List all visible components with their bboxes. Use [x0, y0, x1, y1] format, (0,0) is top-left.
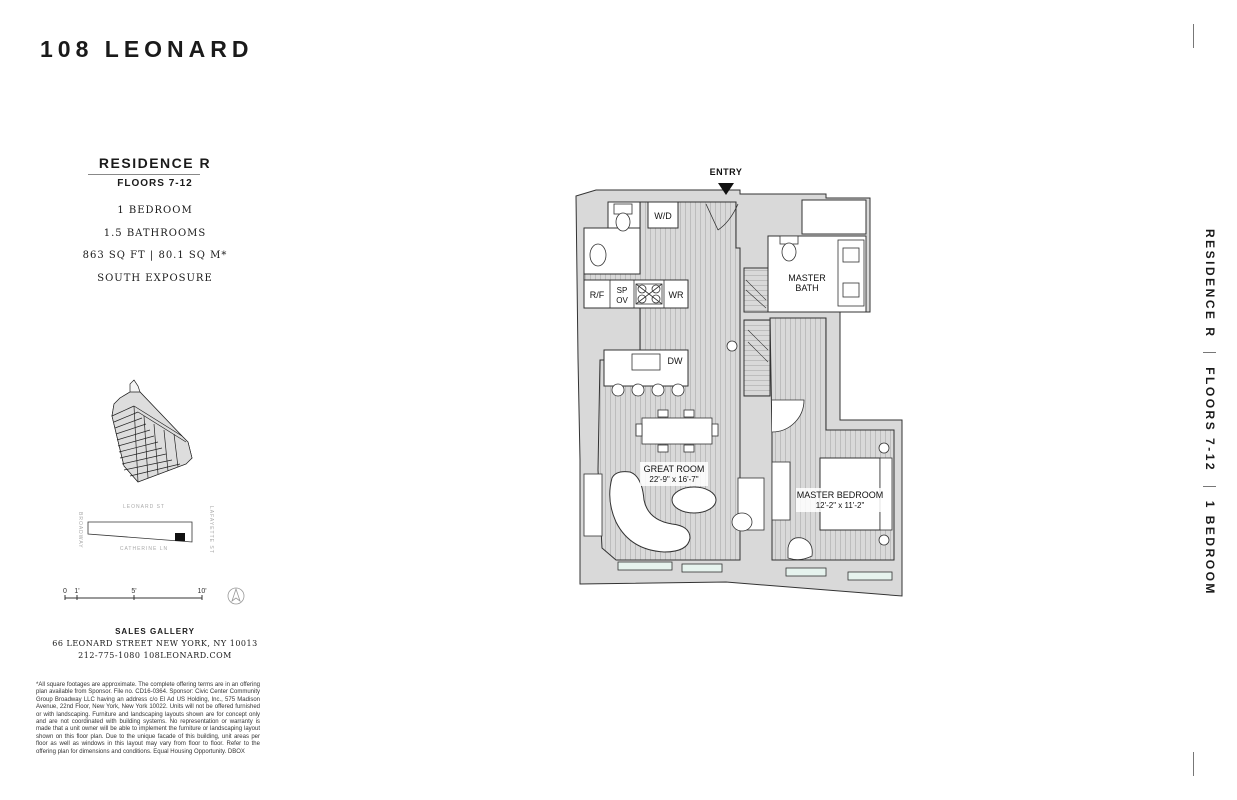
keyplan-street-bottom: CATHERINE LN — [120, 546, 168, 552]
bottom-edge-tick — [1193, 752, 1194, 776]
bath-toilet-bowl — [781, 242, 797, 262]
great-room-dims: 22'-9" x 16'-7" — [649, 475, 698, 484]
side-label: RESIDENCE R FLOORS 7-12 1 BEDROOM — [1202, 229, 1218, 596]
dining-set — [635, 409, 719, 453]
entry-label: ENTRY — [710, 167, 743, 177]
side-label-sep-2 — [1202, 485, 1216, 487]
side-label-bedroom: 1 BEDROOM — [1203, 500, 1217, 596]
keyplan-street-top: LEONARD ST — [123, 504, 165, 510]
great-room-label: GREAT ROOM — [644, 464, 705, 474]
brand-logo: 108 LEONARD — [40, 36, 254, 62]
cooktop-icon — [635, 283, 663, 305]
keyplan-block-outline — [87, 521, 193, 543]
washer-dryer-closet — [647, 201, 679, 229]
sales-gallery-title: SALES GALLERY — [115, 627, 195, 636]
master-bedroom-label: MASTER BEDROOM — [797, 490, 884, 500]
label-sp: SP — [617, 286, 628, 295]
disclaimer: *All square footages are approximate. Th… — [36, 682, 260, 755]
bedroom-count: 1 BEDROOM — [117, 205, 193, 216]
residence-exposure: SOUTH EXPOSURE — [97, 273, 213, 284]
accent-chair — [731, 512, 753, 532]
top-edge-tick — [1193, 24, 1194, 48]
master-bath-label: MASTER — [788, 273, 826, 283]
nightstands — [878, 442, 890, 546]
label-wd: W/D — [654, 211, 672, 221]
scale-5: 5' — [131, 588, 136, 595]
scale-bar: 0 1' 5' 10' — [63, 587, 245, 605]
scale-1: 1' — [74, 588, 79, 595]
closet-floor — [743, 319, 771, 397]
living-console — [583, 473, 603, 537]
coffee-table — [671, 486, 717, 514]
stools — [611, 383, 685, 397]
master-bedroom-dims: 12'-2" x 11'-2" — [816, 501, 865, 510]
powder-sink — [589, 243, 607, 267]
closet-shelving — [745, 279, 769, 363]
entry-door — [705, 203, 739, 231]
floor-plan: ENTRY W/D R/F SP OV WR DW GREAT ROOM 22'… — [575, 167, 903, 597]
entry-arrow-icon — [718, 183, 734, 195]
keyplan: LEONARD ST CATHERINE LN BROADWAY LAFAYET… — [77, 504, 214, 554]
sales-gallery-address: 66 LEONARD STREET NEW YORK, NY 10013 — [52, 639, 258, 648]
master-shower — [801, 199, 867, 235]
side-label-sep-1 — [1202, 352, 1216, 354]
scale-10: 10' — [197, 588, 206, 595]
curved-sofa — [609, 471, 691, 553]
title-divider — [88, 174, 200, 175]
lounge-chair — [787, 537, 813, 560]
side-label-floors: FLOORS 7-12 — [1203, 367, 1217, 473]
label-rf: R/F — [590, 290, 605, 300]
residence-area: 863 SQ FT | 80.1 SQ M* — [82, 250, 228, 261]
keyplan-street-right: LAFAYETTE ST — [208, 506, 214, 554]
powder-toilet — [613, 203, 633, 215]
residence-floors: FLOORS 7-12 — [117, 178, 193, 189]
label-dw: DW — [668, 356, 683, 366]
island-sink — [631, 353, 661, 371]
powder-toilet-bowl — [615, 212, 631, 232]
label-ov: OV — [616, 296, 628, 305]
keyplan-building-marker — [175, 533, 185, 541]
residence-title: RESIDENCE R — [98, 155, 212, 171]
north-arrow-icon — [227, 587, 245, 605]
bath-sink-1 — [842, 247, 860, 263]
side-label-residence: RESIDENCE R — [1203, 229, 1217, 339]
bath-sink-2 — [842, 282, 860, 298]
dresser — [771, 461, 791, 521]
windows — [617, 561, 893, 581]
sales-gallery-contact: 212-775-1080 108LEONARD.COM — [78, 651, 232, 660]
label-wr: WR — [669, 290, 684, 300]
keyplan-street-left: BROADWAY — [77, 512, 83, 549]
bathroom-count: 1.5 BATHROOMS — [103, 228, 207, 239]
master-bath-label-2: BATH — [795, 283, 818, 293]
fixture-circle — [726, 340, 738, 352]
scale-0: 0 — [63, 588, 67, 595]
building-illustration — [111, 379, 193, 483]
bedroom-door — [771, 399, 805, 433]
